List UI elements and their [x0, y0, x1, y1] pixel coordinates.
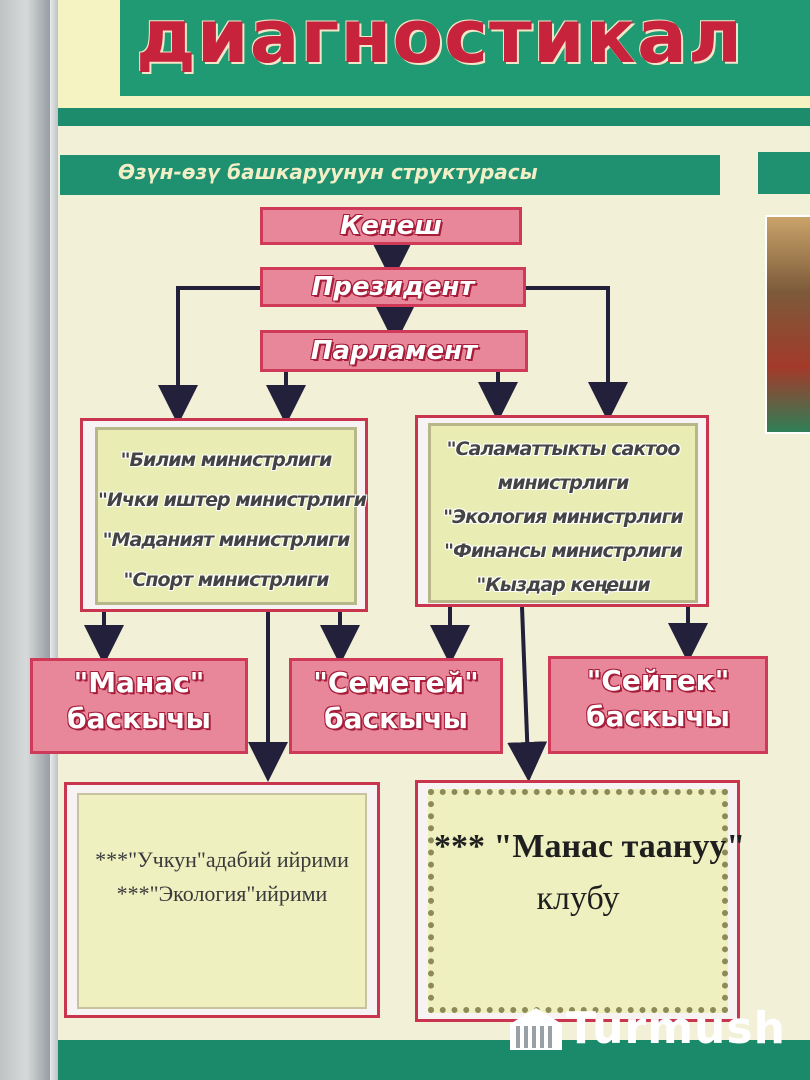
club-item: ***"Учкун"адабий ийрими	[95, 847, 349, 872]
step-manas: "Манас" баскычы	[30, 658, 248, 754]
ministry-item: "Спорт министрлиги	[123, 569, 330, 591]
step-level: баскычы	[586, 700, 730, 733]
ministry-item: "Финансы министрлиги	[444, 540, 683, 562]
step-level: баскычы	[67, 702, 211, 735]
club-item: ***"Экология"ийрими	[116, 881, 328, 906]
ministries-left-list: "Билим министрлиги "Ички иштер министрли…	[95, 427, 367, 605]
bottom-band	[58, 1040, 810, 1080]
poster-subtitle: Өзүн-өзү башкаруунун структурасы	[118, 160, 538, 184]
watermark-logo: Turmush	[508, 1000, 788, 1058]
arrow-to-club-right	[507, 606, 548, 782]
ministry-item: "Саламаттыкты сактоо	[446, 438, 681, 460]
adjacent-photo	[765, 215, 810, 434]
clubs-left-panel: ***"Учкун"адабий ийрими ***"Экология"ийр…	[64, 782, 380, 1018]
subtitle-band	[60, 155, 720, 195]
arrow-lines	[84, 242, 708, 782]
arrow-president-right	[526, 286, 628, 422]
clubs-right-card: *** "Манас таануу" клубу	[428, 789, 746, 1013]
clubs-left-card: ***"Учкун"адабий ийрими ***"Экология"ийр…	[77, 793, 367, 1009]
ministry-item: министрлиги	[497, 472, 630, 494]
arrow-president-left	[158, 286, 260, 425]
step-semetei: "Семетей" баскычы	[289, 658, 503, 754]
step-seitek: "Сейтек" баскычы	[548, 656, 768, 754]
ministry-item: "Кыздар кеңеши	[476, 574, 650, 596]
building-icon	[510, 1008, 562, 1050]
club-title-line1: *** "Манас таануу"	[434, 828, 746, 865]
poster-title: диагностикал	[136, 0, 744, 80]
ministry-item: "Ички иштер министрлиги	[98, 489, 367, 511]
step-level: баскычы	[324, 702, 468, 735]
title-green-panel	[120, 0, 810, 96]
step-name: "Семетей"	[313, 666, 479, 699]
watermark-text: Turmush	[566, 1003, 786, 1054]
ministries-right-list: "Саламаттыкты сактоо министрлиги "Эколог…	[428, 423, 698, 603]
node-parliament: Парламент	[260, 330, 528, 372]
step-name: "Сейтек"	[586, 664, 730, 697]
ministries-right-panel: "Саламаттыкты сактоо министрлиги "Эколог…	[415, 415, 709, 607]
club-title-line2: клубу	[536, 880, 620, 917]
ministry-item: "Маданият министрлиги	[102, 529, 351, 551]
ministries-left-panel: "Билим министрлиги "Ички иштер министрли…	[80, 418, 368, 612]
node-kenesh: Кенеш	[260, 207, 522, 245]
ministry-item: "Экология министрлиги	[443, 506, 683, 528]
step-name: "Манас"	[73, 666, 205, 699]
ministry-item: "Билим министрлиги	[120, 449, 333, 471]
node-president: Президент	[260, 267, 526, 307]
adjacent-section-band	[758, 152, 810, 194]
clubs-right-panel: *** "Манас таануу" клубу	[415, 780, 746, 1022]
